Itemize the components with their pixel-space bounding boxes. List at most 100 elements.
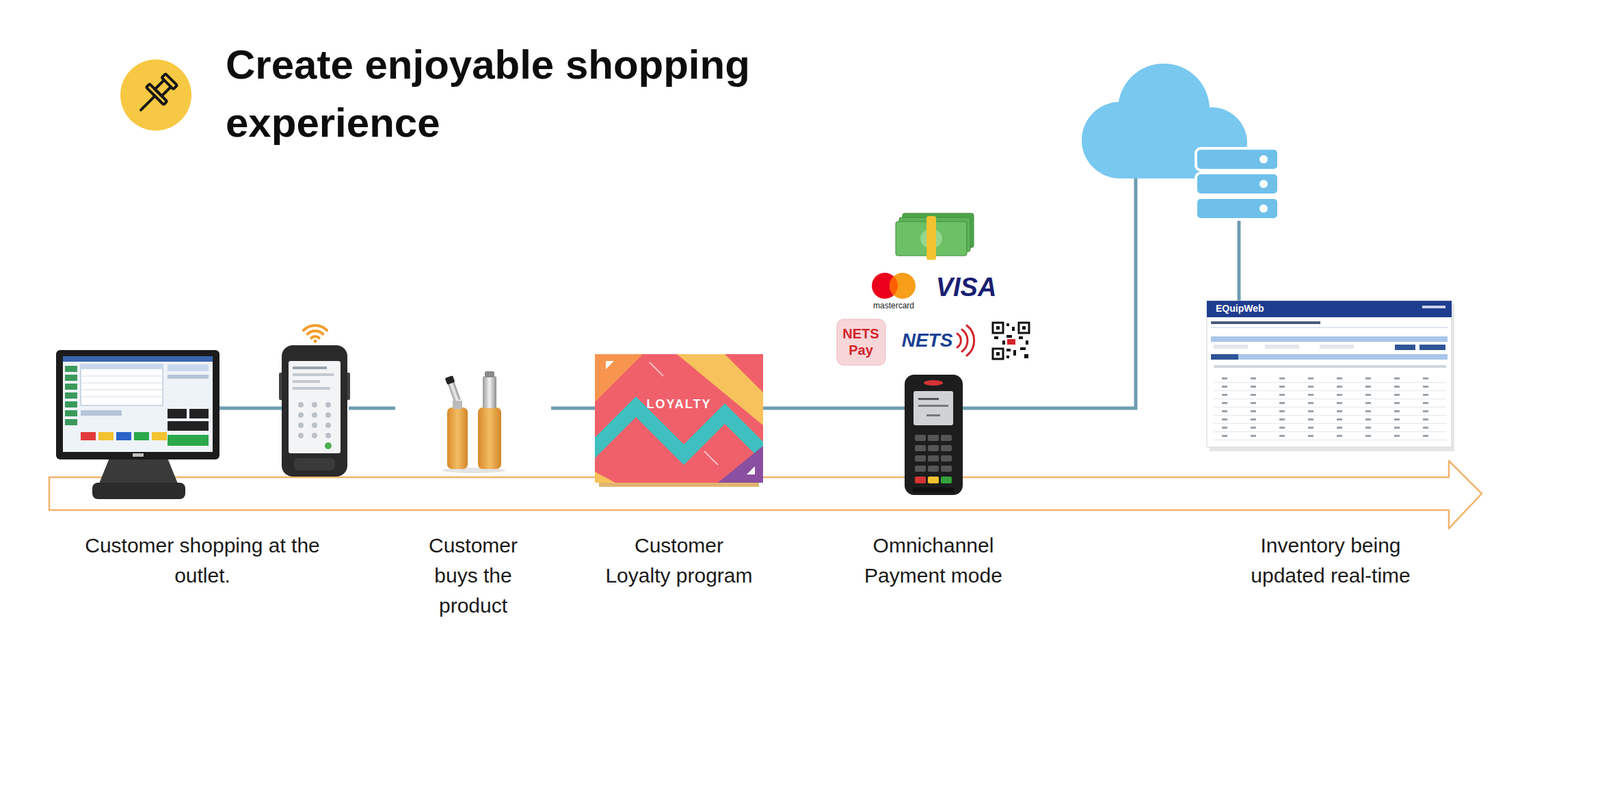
loyalty-card-part-part (746, 466, 755, 475)
payment-terminal-part (927, 465, 939, 472)
pos-terminal-part (56, 350, 220, 460)
pos-terminal-part (64, 365, 78, 372)
report-screenshot-part (1419, 344, 1446, 351)
pos-terminal-part (64, 401, 78, 408)
mastercard-logo-part (889, 272, 916, 299)
product-bottles-part-part (445, 375, 456, 385)
pos-terminal-part (151, 432, 167, 441)
server-icon-part (1195, 172, 1279, 195)
payment-terminal-part (940, 455, 952, 462)
pos-terminal-part (80, 364, 163, 370)
qr-code-part (1007, 339, 1016, 345)
report-screenshot-part (1319, 344, 1354, 349)
nets-contactless-waves (957, 325, 975, 356)
cash-icon (895, 213, 974, 260)
product-bottles-part (482, 376, 497, 409)
loyalty-card-part-part (594, 354, 643, 403)
payment-terminal-part (927, 476, 939, 484)
step-node: Customer buys the product (395, 369, 552, 624)
product-bottles-part (447, 407, 468, 470)
report-screenshot-part (1422, 305, 1446, 309)
handheld-scanner-part (325, 422, 331, 429)
qr-code-part (1022, 326, 1026, 330)
handheld-scanner-part (303, 325, 327, 338)
payment-terminal-part (940, 465, 952, 472)
loyalty-card-part-part (717, 445, 764, 483)
payment-terminal-part (918, 397, 939, 400)
qr-code-part (996, 326, 1000, 330)
payment-terminal-part (918, 404, 949, 407)
pos-terminal-part (64, 383, 78, 390)
qr-code (991, 321, 1031, 361)
mastercard-logo (871, 272, 916, 299)
pin-icon-part-part (155, 80, 171, 96)
pos-terminal (56, 350, 220, 500)
pos-terminal-part (132, 453, 144, 457)
product-bottles-part (452, 400, 463, 409)
pos-terminal-part (80, 376, 163, 377)
qr-code-part (994, 336, 999, 340)
step-caption: Customer buys the product (411, 530, 535, 621)
pos-terminal-part (80, 382, 163, 384)
timeline-arrow (49, 460, 1482, 529)
loyalty-card (594, 354, 764, 487)
logo-text: NETS Pay (839, 325, 883, 359)
payment-terminal-part (940, 476, 952, 484)
qr-code-part (1024, 354, 1029, 359)
pin-icon-part-part (140, 95, 156, 111)
handheld-scanner-part (298, 412, 304, 418)
pos-terminal-part (64, 419, 78, 426)
payment-terminal-part (923, 380, 943, 386)
loyalty-card-part (594, 354, 764, 483)
product-bottles (442, 371, 506, 474)
logo-text: EQuipWeb (1215, 302, 1265, 314)
handheld-scanner-part-part (311, 336, 319, 338)
handheld-scanner-part (311, 422, 318, 429)
loyalty-card-part-part (594, 471, 616, 483)
handheld-scanner-part (298, 432, 304, 439)
handheld-scanner (278, 325, 351, 477)
step-node: Inventory being updated real-time (1206, 300, 1455, 594)
server-icon-part (1195, 148, 1279, 171)
qr-code-part (1013, 350, 1017, 356)
pos-terminal-part (167, 408, 187, 419)
netspay-logo (836, 319, 886, 366)
pin-icon-part (120, 59, 192, 131)
qr-code-part (991, 321, 1031, 361)
handheld-scanner-part (281, 345, 348, 477)
product-bottles-part-part (447, 381, 461, 403)
product-bottles-part (445, 375, 462, 403)
payment-terminal (904, 374, 963, 496)
handheld-scanner-part (292, 366, 327, 370)
mastercard-logo-part (889, 276, 898, 296)
payment-terminal-part (940, 434, 952, 442)
qr-code-part (1006, 348, 1011, 352)
flow-connector (348, 406, 396, 411)
server-icon-part (1195, 197, 1279, 220)
server-icon (1195, 148, 1279, 220)
payment-terminal-part (940, 445, 952, 452)
pos-terminal-part (116, 432, 132, 441)
pos-terminal-part (64, 374, 78, 381)
payment-terminal-part (927, 455, 939, 462)
link-line-part (961, 406, 1016, 411)
report-screenshot-part (1206, 300, 1452, 448)
qr-code-part (1025, 340, 1029, 345)
qr-code-part (1002, 340, 1006, 345)
report-screenshot-part (1210, 336, 1448, 342)
logo-text: LOYALTY (646, 397, 712, 412)
loyalty-card-part-part (594, 354, 764, 483)
handheld-scanner-part (311, 412, 318, 418)
payment-terminal-part (914, 465, 926, 472)
payment-terminal-part (912, 487, 954, 493)
pos-terminal-part (62, 356, 213, 362)
report-screenshot (1206, 300, 1455, 452)
report-screenshot-part (1213, 365, 1447, 368)
step-node: Customer shopping at the outlet. (56, 324, 349, 594)
pos-terminal-part (92, 482, 186, 500)
pos-terminal-part (80, 389, 163, 391)
report-screenshot-part (1210, 354, 1448, 360)
loyalty-card-part-part (649, 362, 664, 377)
handheld-scanner-part (288, 361, 341, 454)
